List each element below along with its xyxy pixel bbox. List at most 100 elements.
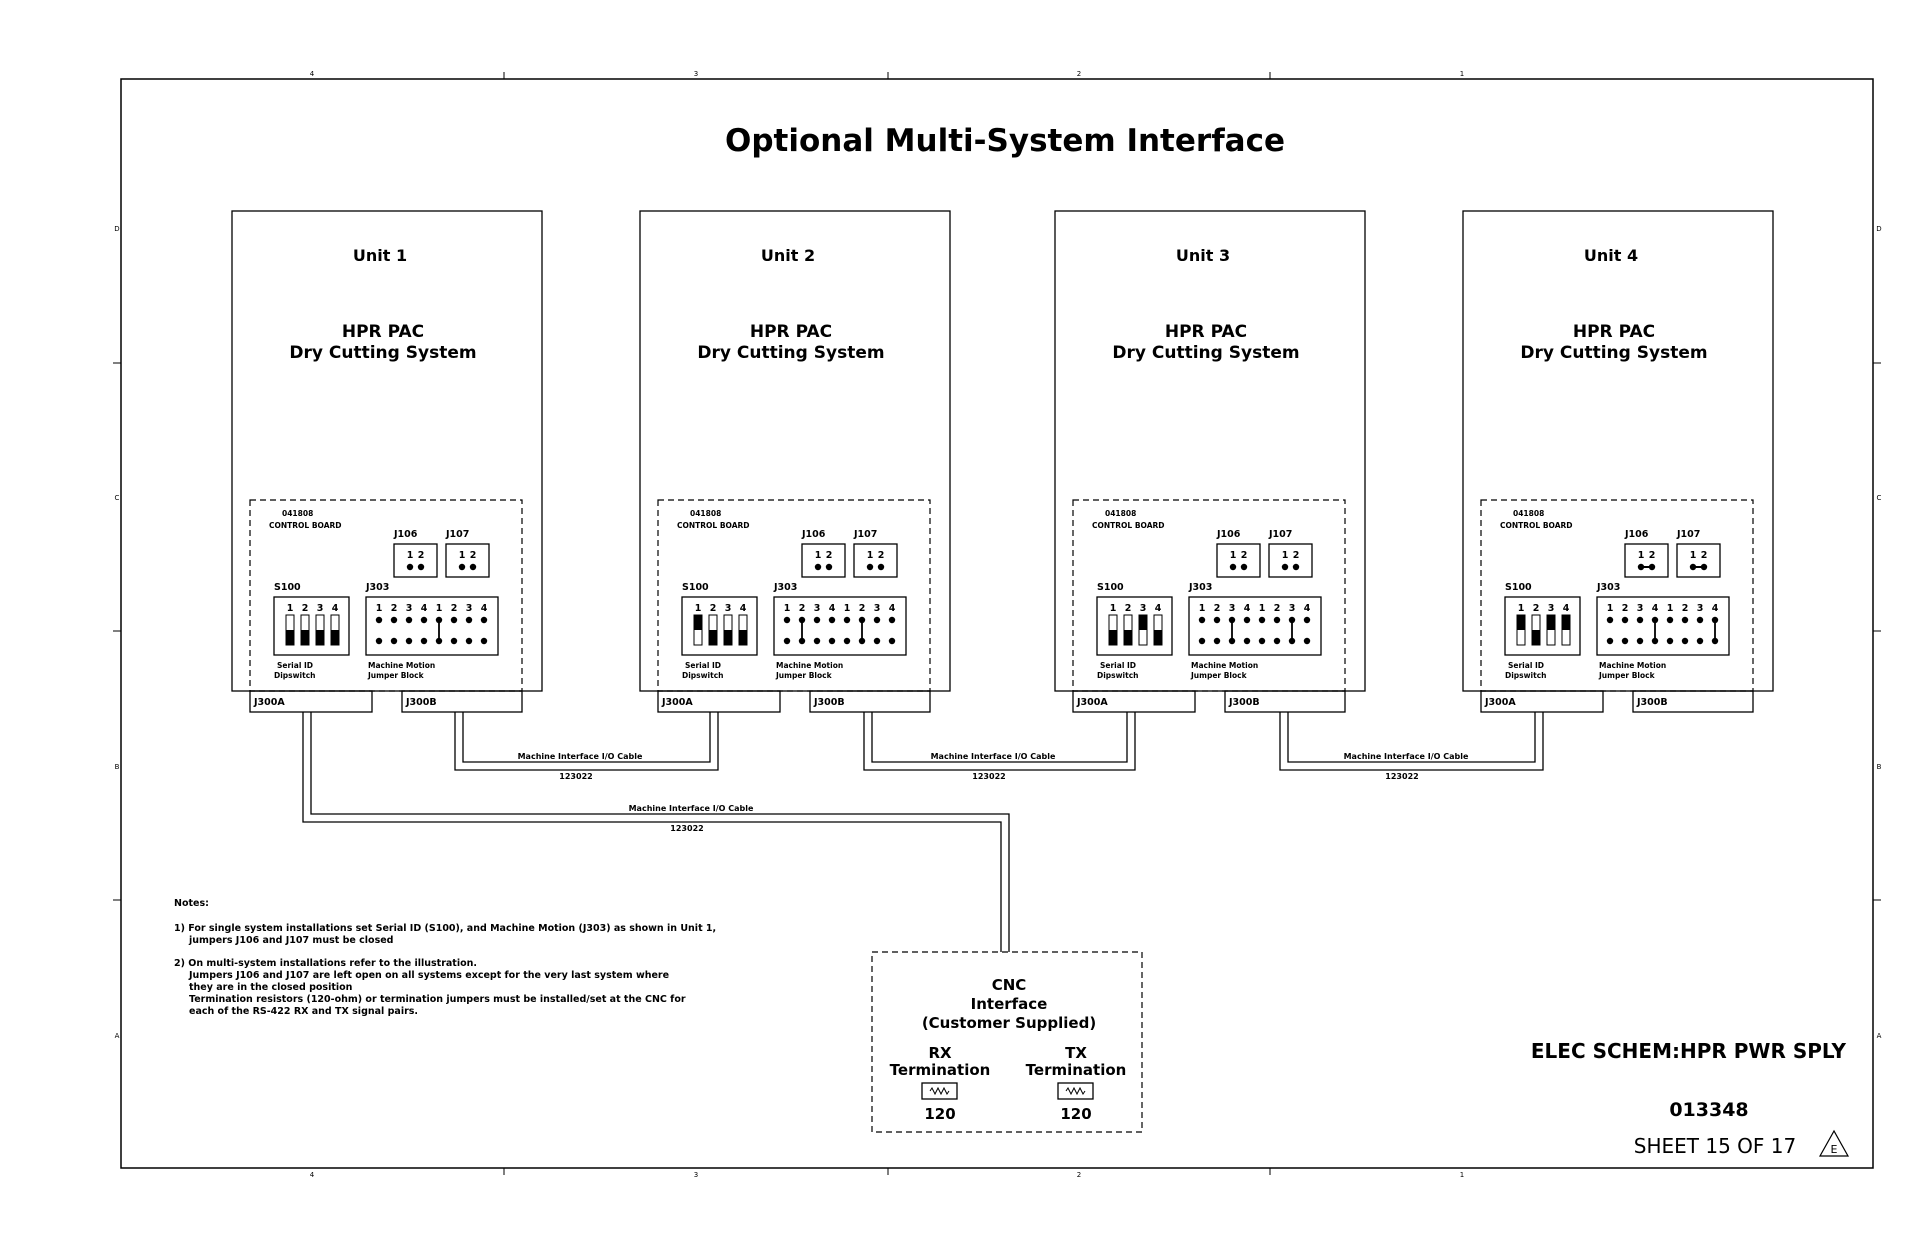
- unit1-j303-caption2: Jumper Block: [367, 671, 425, 680]
- unit1-j303-label: J303: [365, 582, 389, 593]
- unit3-board-number: 041808: [1105, 509, 1136, 518]
- unit4-s100-switch3-actuator: [1547, 615, 1555, 630]
- notes-heading: Notes:: [174, 898, 209, 909]
- grid-labels: 4 3 2 1 4 3 2 1 D C B A D C B A: [114, 70, 1881, 1179]
- unit2-board-name: CONTROL BOARD: [677, 521, 750, 530]
- grid-left-row-b: B: [115, 763, 120, 771]
- unit4-j303-pin6-bottom: [1681, 637, 1689, 645]
- unit2-j300a-connector: [657, 690, 781, 713]
- unit4-j303-pin5-num: 1: [1667, 603, 1674, 614]
- unit1-j303-pin3-bottom: [405, 637, 413, 645]
- notes-block: Notes: 1) For single system installation…: [174, 898, 716, 1017]
- rx-resistor-zigzag: [929, 1086, 950, 1096]
- unit2-j303-label: J303: [773, 582, 797, 593]
- unit3-j106-box: [1216, 543, 1261, 578]
- unit4-j106-label: J106: [1624, 529, 1649, 540]
- cable-unit1-cnc-outer: [302, 712, 1002, 952]
- unit3-j303-pin1-bottom: [1198, 637, 1206, 645]
- grid-bottom-col-1: 1: [1460, 1171, 1464, 1179]
- unit4-j303-pin5-top: [1666, 616, 1674, 624]
- tx-resistor-zigzag: [1065, 1086, 1086, 1096]
- cable-unit1-cnc-part: 123022: [670, 824, 703, 833]
- cnc-interface-box: [871, 951, 1143, 1133]
- unit1-j106-label: J106: [393, 529, 418, 540]
- unit1-j300b-label: J300B: [405, 697, 437, 708]
- unit3-j303-box: [1188, 596, 1322, 656]
- unit4-j303-pin7-num: 3: [1697, 603, 1704, 614]
- unit3-s100-switch1-actuator: [1109, 630, 1117, 645]
- unit3-j303-pin2-num: 2: [1214, 603, 1221, 614]
- unit4-j303-pin3-bottom: [1636, 637, 1644, 645]
- title-block: ELEC SCHEM:HPR PWR SPLY 013348 SHEET 15 …: [1531, 1039, 1850, 1158]
- unit2-j303-pin4-bottom: [828, 637, 836, 645]
- unit3-j303-caption2: Jumper Block: [1190, 671, 1248, 680]
- unit1-s100-caption1: Serial ID: [277, 661, 313, 670]
- unit1-j303-pin4-top: [420, 616, 428, 624]
- unit3-s100-caption1: Serial ID: [1100, 661, 1136, 670]
- unit1-s100-switch1-num: 1: [287, 603, 294, 614]
- unit1-j303-pin7-num: 3: [466, 603, 473, 614]
- unit3-j300b-label: J300B: [1228, 697, 1260, 708]
- unit4-cabinet: [1462, 210, 1774, 692]
- unit1-board-name: CONTROL BOARD: [269, 521, 342, 530]
- unit3-name: Unit 3: [1176, 246, 1230, 265]
- unit2-j106-pin2: [825, 563, 833, 571]
- unit1-j303-pin2-top: [390, 616, 398, 624]
- drawing-title: ELEC SCHEM:HPR PWR SPLY: [1531, 1039, 1847, 1063]
- unit3-s100-box: [1096, 596, 1173, 656]
- unit2-j303-pin7-num: 3: [874, 603, 881, 614]
- unit1-j300b-connector: [401, 690, 523, 713]
- unit3-j106-pin1: [1229, 563, 1237, 571]
- unit4-j303-pin2-num: 2: [1622, 603, 1629, 614]
- unit1-j107-box: [445, 543, 490, 578]
- unit1-j107-pin1-num: 1: [459, 550, 466, 561]
- unit2-j303-caption1: Machine Motion: [776, 661, 843, 670]
- unit4-j303-label: J303: [1596, 582, 1620, 593]
- unit3-j303-pin4-num: 4: [1244, 603, 1251, 614]
- unit2-j303-box: [773, 596, 907, 656]
- unit4-s100-label: S100: [1505, 582, 1532, 593]
- unit3-j107-label: J107: [1268, 529, 1292, 540]
- cnc-line3: (Customer Supplied): [922, 1014, 1096, 1032]
- unit2-j303-pin4-top: [828, 616, 836, 624]
- unit1-s100-box: [273, 596, 350, 656]
- unit4-s100-caption1: Serial ID: [1508, 661, 1544, 670]
- cable-unit1-unit2-inner: [462, 712, 711, 763]
- unit4-j303-pin2-bottom: [1621, 637, 1629, 645]
- unit4-system-line1: HPR PAC: [1573, 322, 1655, 342]
- unit2-j303-pin3-bottom: [813, 637, 821, 645]
- unit1-control-board: [249, 499, 523, 692]
- unit4-s100-switch3-num: 3: [1548, 603, 1555, 614]
- unit4-j303-caption1: Machine Motion: [1599, 661, 1666, 670]
- unit2-j303-pin3-top: [813, 616, 821, 624]
- grid-bottom-col-2: 2: [1077, 1171, 1081, 1179]
- unit4-j107-pin1-num: 1: [1690, 550, 1697, 561]
- rx-resistor-value: 120: [924, 1105, 955, 1123]
- cnc-line1: CNC: [992, 976, 1027, 994]
- unit3-s100-switch4-num: 4: [1155, 603, 1162, 614]
- grid-right-row-b: B: [1877, 763, 1882, 771]
- cable-unit1-cnc-inner: [310, 712, 1010, 952]
- cable-unit3-unit4: Machine Interface I/O Cable 123022: [1279, 712, 1544, 781]
- unit4-j107-pin2-num: 2: [1701, 550, 1708, 561]
- unit3-cabinet: [1054, 210, 1366, 692]
- unit4-j303-pin7-top: [1696, 616, 1704, 624]
- unit2-j107-pin1: [866, 563, 874, 571]
- unit2-s100-switch3-num: 3: [725, 603, 732, 614]
- unit3-control-board: [1072, 499, 1346, 692]
- unit2-j303-caption2: Jumper Block: [775, 671, 833, 680]
- unit3-j107-pin2-num: 2: [1293, 550, 1300, 561]
- cable-unit1-unit2-part: 123022: [559, 772, 592, 781]
- sheet-number: SHEET 15 OF 17: [1634, 1134, 1796, 1158]
- unit3-j303-pin6-num: 2: [1274, 603, 1281, 614]
- unit3-system-line1: HPR PAC: [1165, 322, 1247, 342]
- diagram-title: Optional Multi-System Interface: [725, 123, 1285, 159]
- unit1-s100-switch2-actuator: [301, 630, 309, 645]
